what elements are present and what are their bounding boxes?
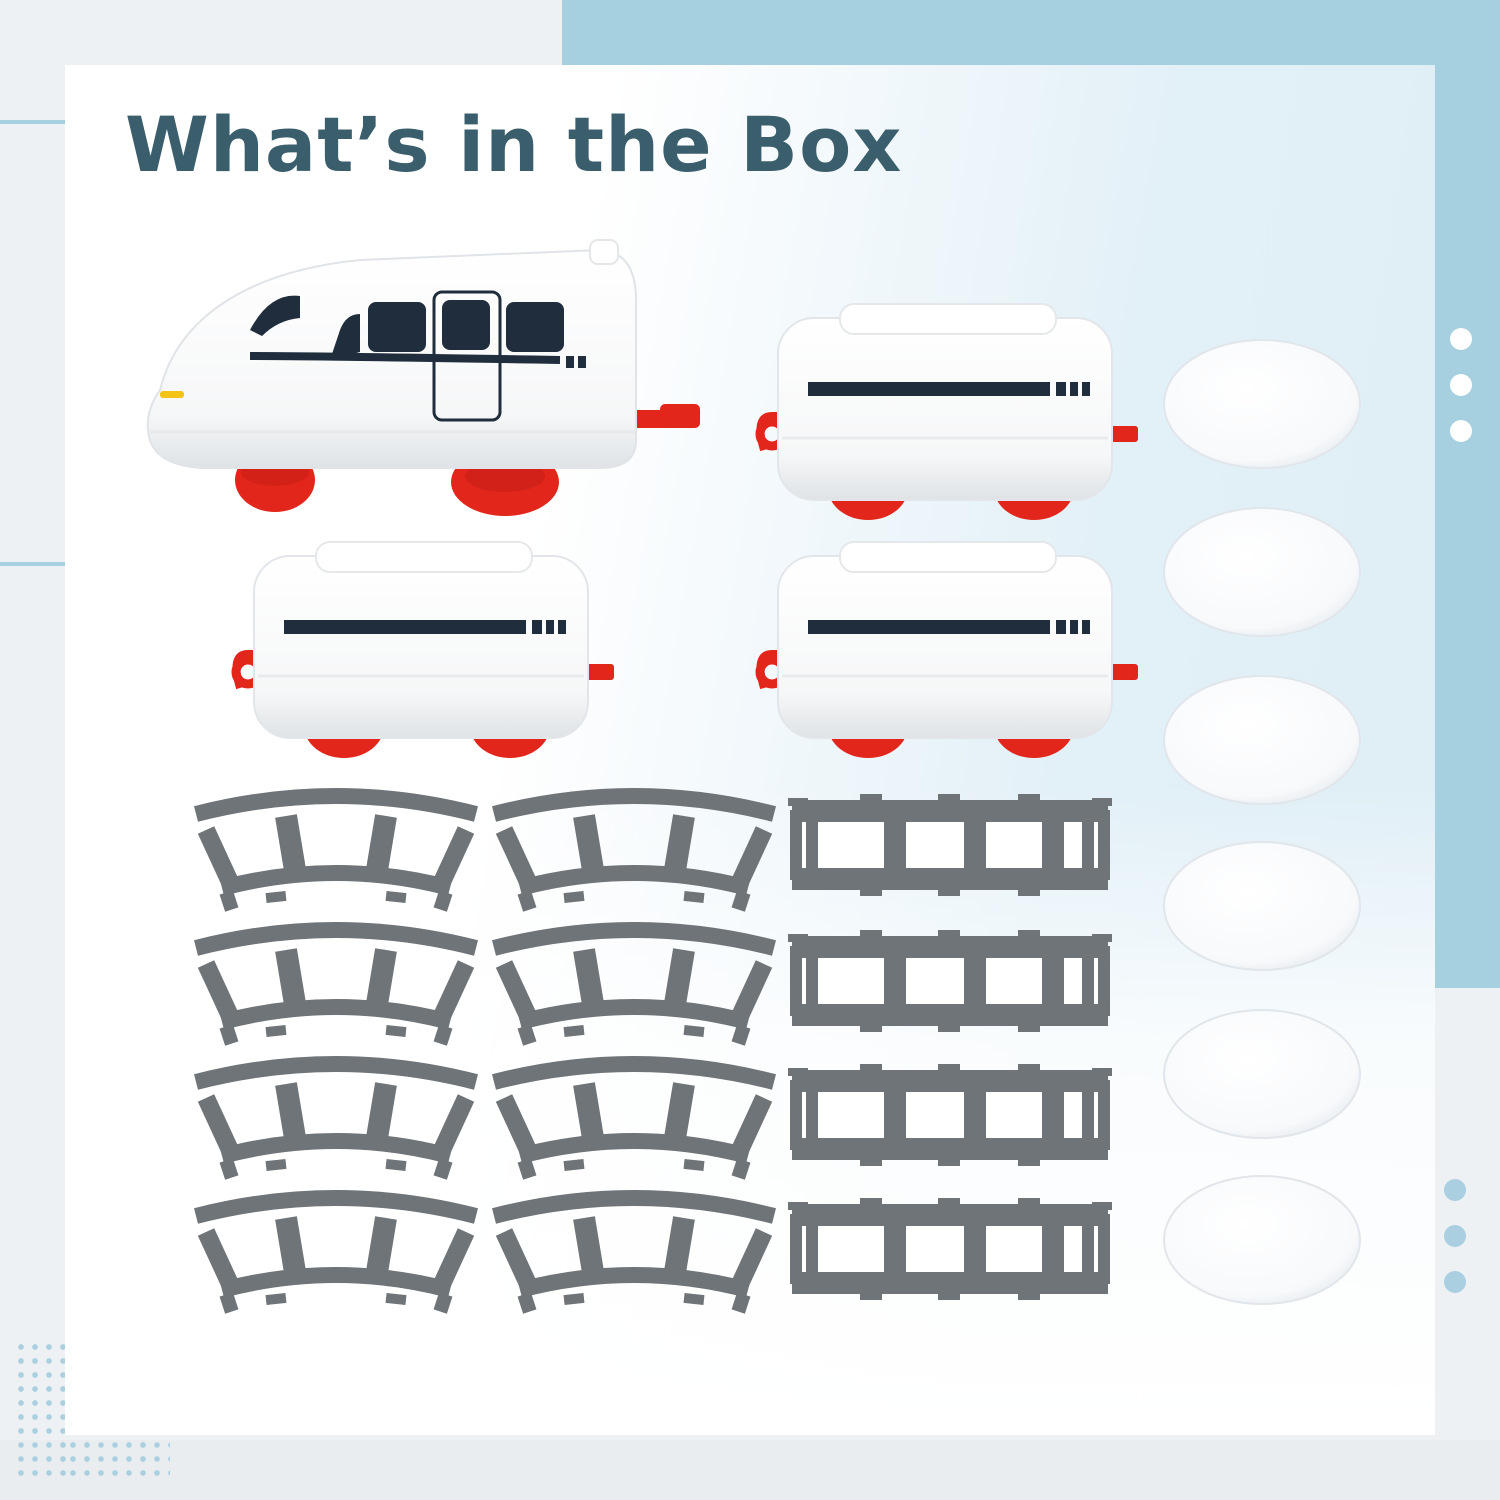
curved-track-icon — [494, 929, 774, 1046]
curved-track-icon — [494, 795, 774, 912]
white-disc-icon — [1163, 507, 1361, 637]
train-carriage-icon — [760, 304, 1138, 520]
train-carriage-icon — [760, 542, 1138, 758]
straight-track-icon — [788, 794, 1112, 896]
bullet-train-locomotive-icon — [146, 239, 700, 516]
curved-track-icon — [196, 1063, 476, 1180]
curved-track-icon — [196, 929, 476, 1046]
train-carriage-icon — [236, 542, 614, 758]
decorative-dots-white — [1450, 328, 1472, 442]
straight-track-icon — [788, 930, 1112, 1032]
curved-track-icon — [494, 1063, 774, 1180]
curved-track-icon — [494, 1197, 774, 1314]
white-disc-icon — [1163, 1175, 1361, 1305]
curved-track-icon — [196, 795, 476, 912]
white-disc-icon — [1163, 339, 1361, 469]
white-disc-icon — [1163, 675, 1361, 805]
curved-track-icon — [196, 1197, 476, 1314]
decorative-dot-grid-left — [14, 1340, 66, 1480]
decorative-dots-blue — [1444, 1179, 1466, 1293]
decorative-dot-grid-bottom — [66, 1438, 170, 1480]
decorative-line-top-left — [0, 120, 65, 124]
background-bottom-band — [0, 1440, 1500, 1500]
straight-track-icon — [788, 1064, 1112, 1166]
decorative-line-mid-left — [0, 562, 65, 566]
white-disc-icon — [1163, 841, 1361, 971]
white-disc-icon — [1163, 1009, 1361, 1139]
page-title: What’s in the Box — [125, 100, 903, 189]
straight-track-icon — [788, 1198, 1112, 1300]
